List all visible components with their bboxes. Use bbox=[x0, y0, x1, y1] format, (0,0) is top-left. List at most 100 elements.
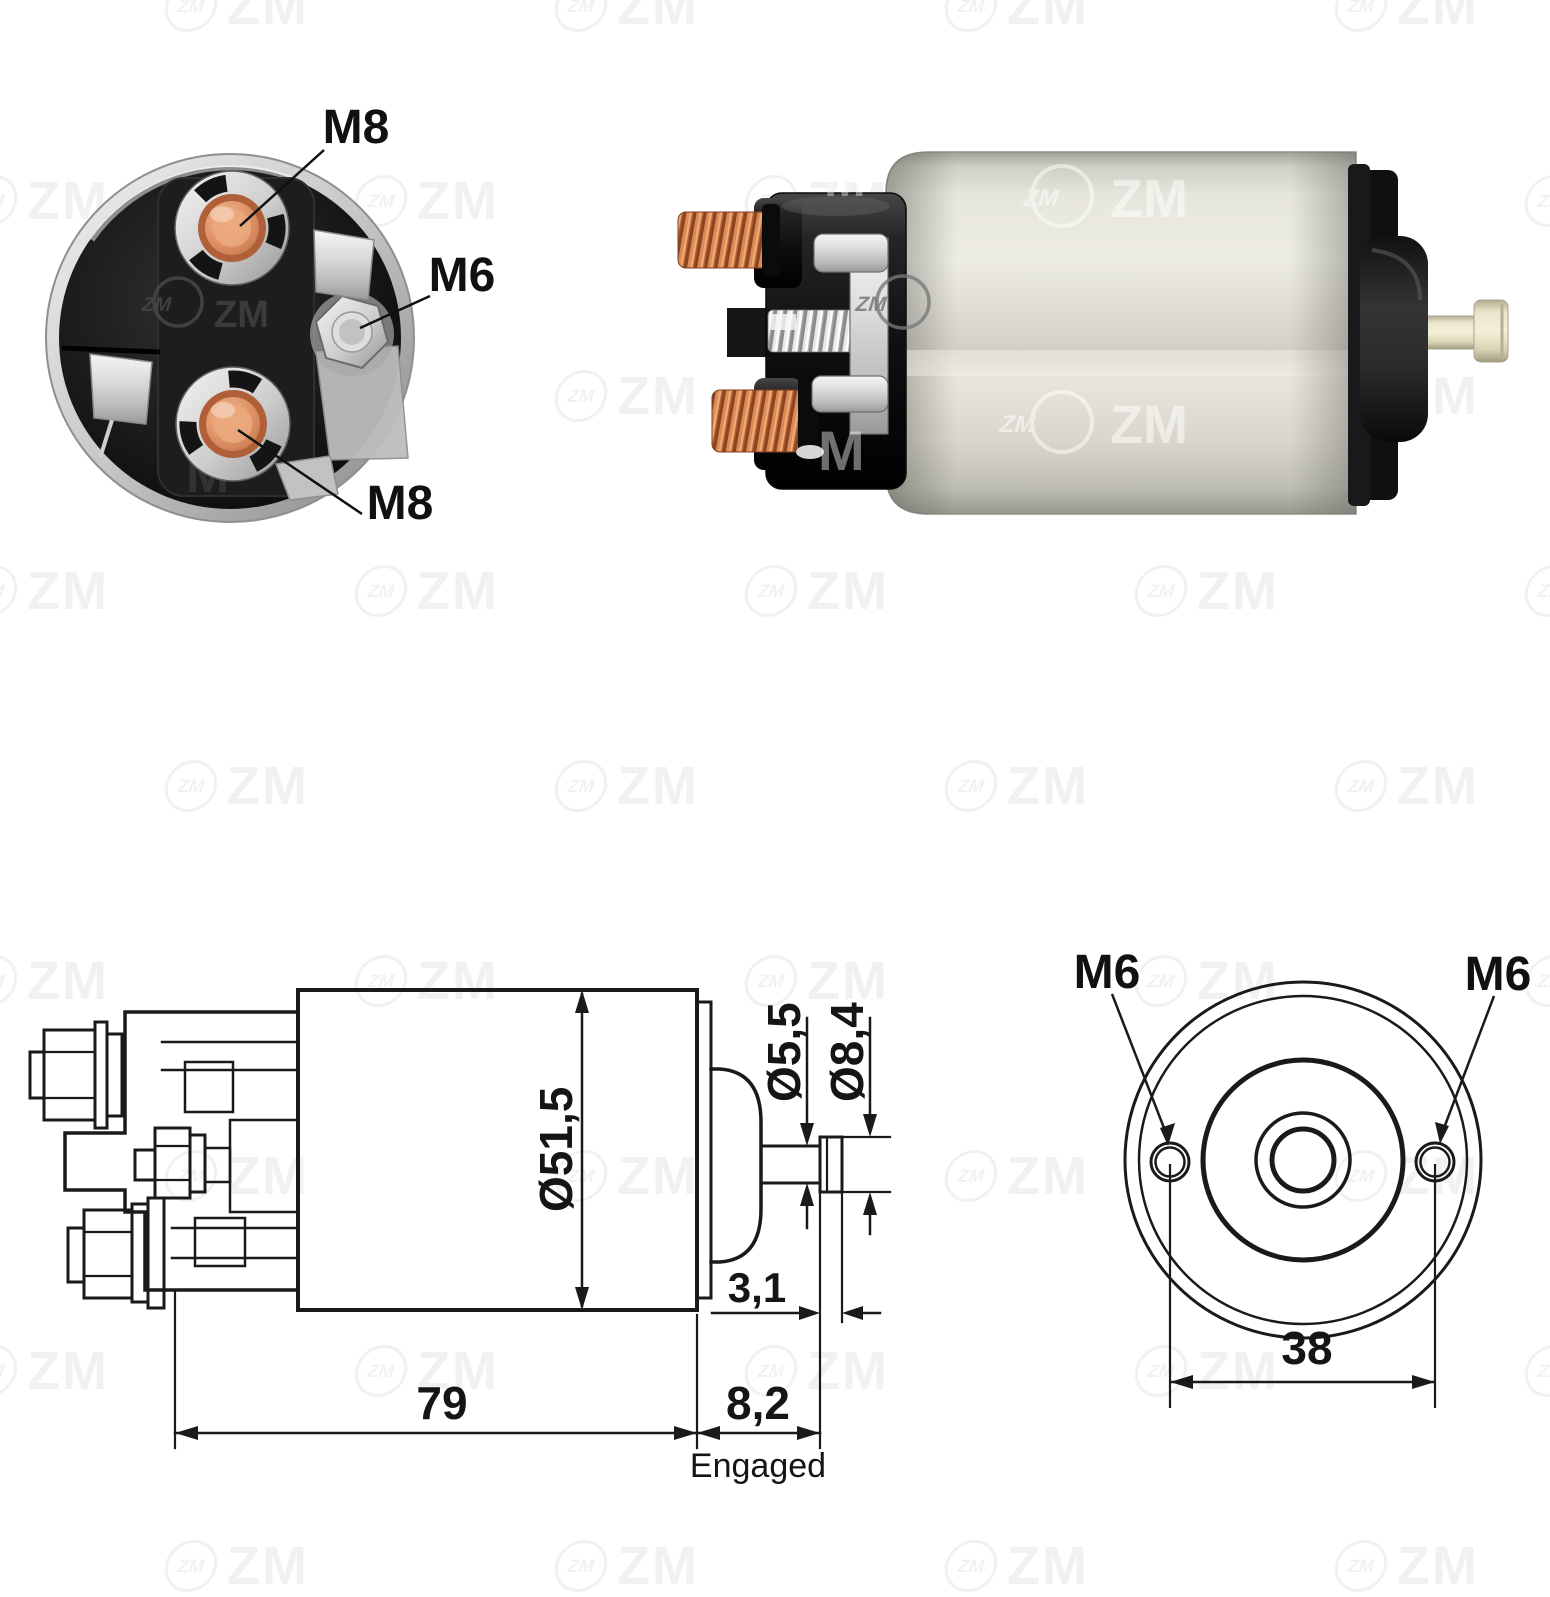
label-m8-bottom: M8 bbox=[367, 477, 434, 530]
shaft-lines bbox=[759, 1144, 822, 1185]
leader-line bbox=[239, 149, 325, 227]
zm-brand-text: ZM bbox=[1110, 169, 1188, 229]
label-engaged: Engaged bbox=[690, 1447, 826, 1485]
label-m6-right: M6 bbox=[1465, 948, 1532, 1001]
zinc-highlight bbox=[770, 314, 796, 330]
boot-highlight bbox=[1371, 248, 1422, 301]
leader-line bbox=[359, 294, 431, 330]
stud-middle bbox=[133, 1126, 232, 1200]
solder-tab-left bbox=[89, 353, 153, 425]
zm-brand-text: ZM bbox=[1110, 395, 1188, 455]
zm-brand-text: ZM bbox=[1197, 561, 1279, 621]
zm-logo-text: ZM bbox=[854, 293, 888, 316]
arrowhead bbox=[863, 1114, 877, 1137]
flange-plate bbox=[695, 1000, 713, 1300]
zm-brand-text: ZM bbox=[617, 1146, 699, 1206]
inner-circle bbox=[1254, 1111, 1352, 1209]
zm-logo-icon bbox=[875, 274, 931, 330]
zm-brand-text: ZM bbox=[1007, 0, 1089, 36]
photo-watermarks: ZM ZM ZM ZM M M bbox=[818, 151, 1188, 482]
zm-brand-text: ZM bbox=[417, 561, 499, 621]
bolt-bottom bbox=[66, 1196, 166, 1310]
dim-hole-spacing: 38 bbox=[1281, 1322, 1332, 1374]
zm-brand-text: ZM bbox=[617, 0, 699, 36]
zm-brand-text: ZM bbox=[1397, 0, 1479, 36]
cap-outline bbox=[63, 1010, 300, 1292]
zm-brand-text: ZM bbox=[227, 0, 309, 36]
label-m6: M6 bbox=[429, 249, 496, 302]
zm-brand-text: ZM bbox=[1397, 756, 1479, 816]
m8-terminal-top bbox=[174, 170, 290, 286]
arrowhead bbox=[1435, 1122, 1449, 1144]
zm-logo-icon bbox=[152, 276, 204, 328]
arrowhead bbox=[1412, 1375, 1435, 1389]
m6-stud-core bbox=[339, 319, 365, 345]
arrowhead bbox=[800, 1183, 814, 1206]
cylinder-right-shade bbox=[1290, 152, 1356, 514]
arrowhead bbox=[863, 1192, 877, 1215]
bolt-top bbox=[28, 1020, 124, 1130]
dim-head-thickness: 3,1 bbox=[728, 1264, 786, 1311]
boot-outline bbox=[709, 1067, 763, 1264]
arrowhead bbox=[175, 1426, 198, 1440]
arrowhead bbox=[842, 1306, 863, 1320]
zm-brand-text: ZM bbox=[214, 294, 269, 336]
product-diagram: ZM ZM M bbox=[28, 101, 1532, 1485]
outer-circle-inner bbox=[1137, 994, 1469, 1326]
zm-brand-text: ZM bbox=[617, 756, 699, 816]
zm-brand-text: ZM bbox=[417, 951, 499, 1011]
cylinder-highlight-band bbox=[886, 350, 1356, 376]
end-view-photo: ZM ZM M bbox=[45, 101, 496, 530]
dim-body-diameter: Ø51,5 bbox=[530, 1087, 582, 1212]
zm-logo-icon bbox=[1030, 164, 1094, 228]
seam-line bbox=[61, 345, 161, 355]
head-outline bbox=[818, 1135, 844, 1194]
label-m8-top: M8 bbox=[323, 101, 390, 154]
zm-brand-text: ZM bbox=[1007, 1146, 1089, 1206]
zm-brand-text: ZM bbox=[227, 1146, 309, 1206]
leader-line bbox=[1110, 993, 1166, 1129]
bracket-tab-top bbox=[813, 233, 889, 273]
zm-logo-text: ZM bbox=[140, 294, 173, 316]
arrowhead bbox=[575, 1287, 589, 1310]
plunger-head bbox=[1473, 299, 1509, 363]
rubber-boot bbox=[1360, 236, 1428, 442]
zm-logo-text: ZM bbox=[998, 411, 1037, 438]
inner-housing bbox=[228, 1118, 300, 1214]
dim-head-diameter: Ø8,4 bbox=[821, 1002, 873, 1102]
zm-brand-text: ZM bbox=[27, 1341, 109, 1401]
zm-logo-icon bbox=[1030, 390, 1094, 454]
copper-stud-top bbox=[677, 211, 773, 269]
label-m6-left: M6 bbox=[1074, 946, 1141, 999]
extension-line bbox=[818, 1190, 844, 1450]
arrowhead bbox=[800, 1123, 814, 1146]
dim-shaft-diameter: Ø5,5 bbox=[758, 1002, 810, 1102]
arrowhead bbox=[575, 990, 589, 1013]
zm-partial-text: M bbox=[818, 419, 865, 482]
zm-brand-text: ZM bbox=[617, 366, 699, 426]
cap-gloss bbox=[782, 196, 890, 216]
arrowhead bbox=[697, 1426, 720, 1440]
solder-tab-top bbox=[313, 229, 375, 301]
center-hole bbox=[1269, 1126, 1337, 1194]
zm-partial-text: M bbox=[824, 151, 866, 207]
arrowhead bbox=[797, 1426, 820, 1440]
arrowhead bbox=[1160, 1123, 1175, 1146]
zm-logo-text: ZM bbox=[1021, 185, 1060, 212]
